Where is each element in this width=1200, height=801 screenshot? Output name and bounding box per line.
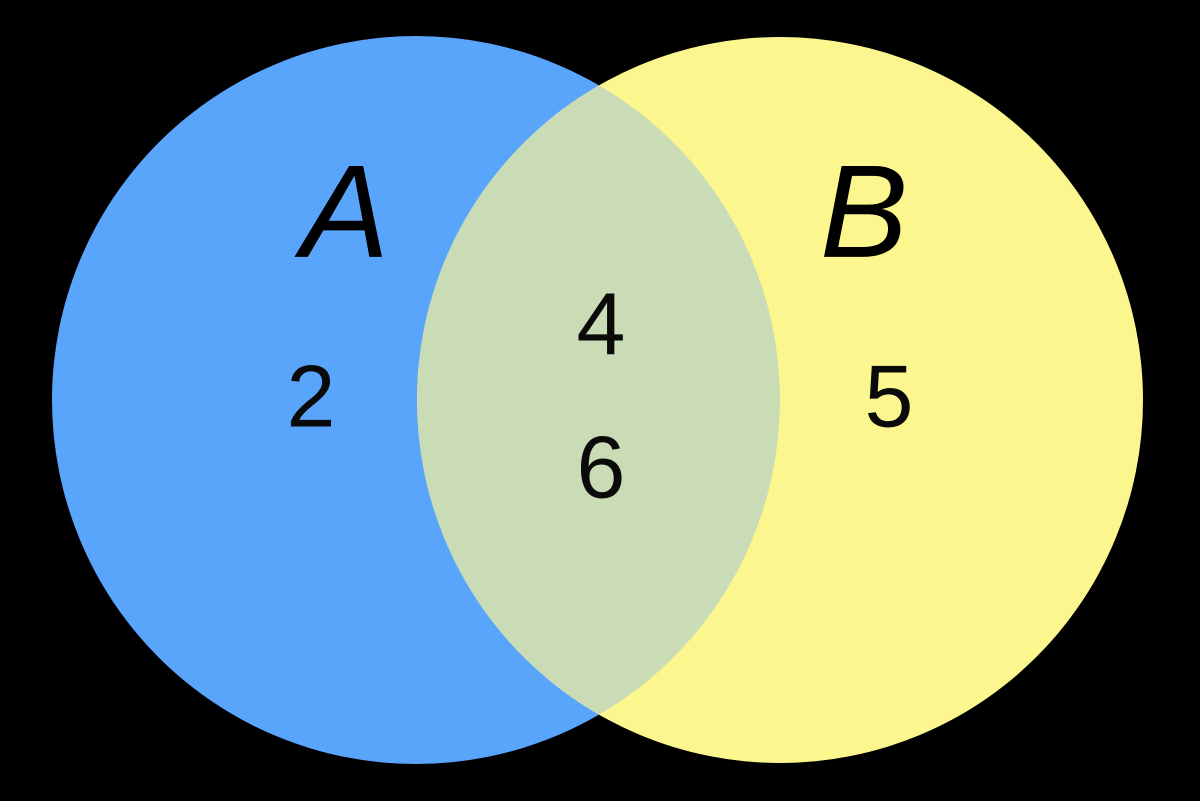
set-label-a: A <box>294 138 389 285</box>
set-label-b: B <box>820 138 908 285</box>
element-value-b-only: 5 <box>865 346 914 445</box>
element-value-intersection-2: 6 <box>577 417 626 516</box>
element-value-intersection-1: 4 <box>577 274 626 373</box>
element-value-a-only: 2 <box>287 346 336 445</box>
set-intersection-a-and-b[interactable] <box>417 37 1143 763</box>
intersection-region-group <box>417 37 1143 763</box>
